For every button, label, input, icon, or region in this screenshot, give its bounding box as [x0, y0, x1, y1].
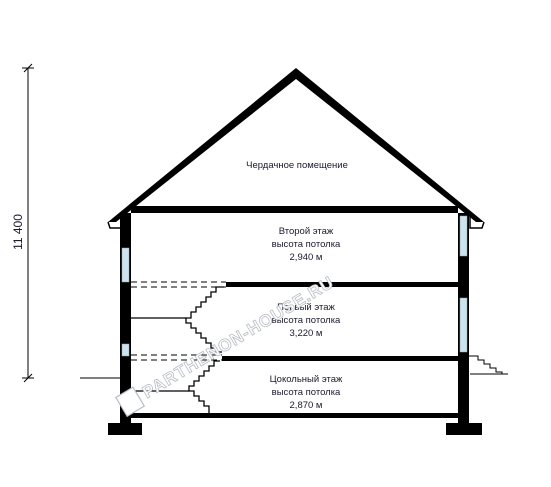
- second-floor-ceiling-value: 2,940 м: [290, 252, 323, 263]
- window-left-1st-floor: [121, 343, 130, 357]
- attic-label: Чердачное помещение: [246, 160, 348, 171]
- window-right-2nd-floor: [459, 215, 468, 257]
- height-dimension: [22, 63, 34, 383]
- window-left-2nd-floor: [121, 247, 130, 283]
- windows: [121, 215, 468, 357]
- right-foundation: [446, 423, 482, 435]
- first-floor-ceiling-value: 3,220 м: [290, 328, 323, 339]
- basement-floor-ceiling-value: 2,870 м: [290, 400, 323, 411]
- basement-floor-name: Цокольный этаж: [270, 374, 343, 385]
- first-floor-slab: [222, 356, 458, 361]
- stairs: [131, 286, 224, 413]
- attic-floor-slab: [131, 206, 458, 213]
- first-floor-name: Первый этаж: [277, 302, 335, 313]
- window-right-1st-floor: [459, 297, 468, 353]
- second-floor-slab: [226, 282, 458, 287]
- stair-lower-flight: [188, 360, 220, 413]
- roof: [107, 68, 485, 229]
- watermark-logo-icon: [114, 386, 146, 418]
- second-floor-name: Второй этаж: [279, 226, 334, 237]
- floor-slabs: [131, 206, 458, 418]
- basement-floor-slab: [131, 413, 458, 418]
- basement-floor-ceiling-label: высота потолка: [272, 387, 341, 398]
- left-foundation: [108, 423, 142, 435]
- stair-upper-flight: [185, 286, 224, 353]
- first-floor-ceiling-label: высота потолка: [272, 315, 341, 326]
- height-dimension-label: 11 400: [11, 214, 25, 250]
- foundations: [108, 423, 482, 435]
- exterior-steps: [469, 355, 503, 374]
- left-wall: [120, 213, 131, 423]
- second-floor-ceiling-label: высота потолка: [272, 239, 341, 250]
